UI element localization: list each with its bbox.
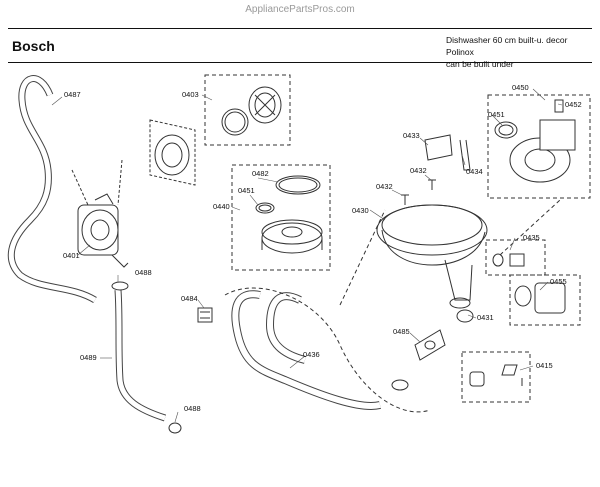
- drain-pump-0401: [71, 159, 129, 268]
- part-label-0415: 0415: [536, 361, 553, 370]
- part-label-0451-left: 0451: [238, 186, 255, 195]
- pump-housing: [149, 119, 196, 186]
- part-label-0451-right: 0451: [488, 110, 505, 119]
- filter-assembly-0440: [231, 164, 331, 271]
- part-label-0435: 0435: [523, 233, 540, 242]
- part-label-0401: 0401: [63, 251, 80, 260]
- brand-title: Bosch: [12, 38, 55, 54]
- part-label-0430: 0430: [352, 206, 369, 215]
- part-label-0450: 0450: [512, 83, 529, 92]
- part-label-0488-top: 0488: [135, 268, 152, 277]
- hose-0436: [224, 287, 431, 413]
- clip-0484: [197, 307, 213, 323]
- model-description: Dishwasher 60 cm built-u. decor Polinox …: [446, 34, 596, 70]
- part-label-0433: 0433: [403, 131, 420, 140]
- header-rule-bottom: [8, 62, 592, 63]
- part-label-0452: 0452: [565, 100, 582, 109]
- part-label-0432-right: 0432: [410, 166, 427, 175]
- part-label-0403: 0403: [182, 90, 199, 99]
- part-label-0487: 0487: [64, 90, 81, 99]
- part-group-0415: [461, 351, 531, 403]
- part-label-0482: 0482: [252, 169, 269, 178]
- part-label-0440: 0440: [213, 202, 230, 211]
- watermark: AppliancePartsPros.com: [245, 4, 355, 15]
- part-label-0432-left: 0432: [376, 182, 393, 191]
- part-0485: [414, 329, 446, 361]
- part-label-0485: 0485: [393, 327, 410, 336]
- leader-lines: [51, 88, 563, 423]
- part-label-0436: 0436: [303, 350, 320, 359]
- heat-pump-0450: [487, 94, 591, 199]
- drain-hose-0487: [7, 75, 97, 304]
- part-label-0484: 0484: [181, 294, 198, 303]
- header-rule-top: [8, 28, 592, 29]
- part-label-0434: 0434: [466, 167, 483, 176]
- filter-group-0403: [204, 74, 291, 146]
- part-0435: [485, 239, 546, 276]
- sump-0430: [339, 199, 561, 323]
- part-label-0455: 0455: [550, 277, 567, 286]
- part-0455: [509, 274, 581, 326]
- part-label-0489: 0489: [80, 353, 97, 362]
- part-label-0488-bottom: 0488: [184, 404, 201, 413]
- hose-0489: [111, 281, 182, 434]
- part-label-0431: 0431: [477, 313, 494, 322]
- description-line-1: Dishwasher 60 cm built-u. decor Polinox: [446, 35, 568, 57]
- description-line-2: can be built under: [446, 59, 514, 69]
